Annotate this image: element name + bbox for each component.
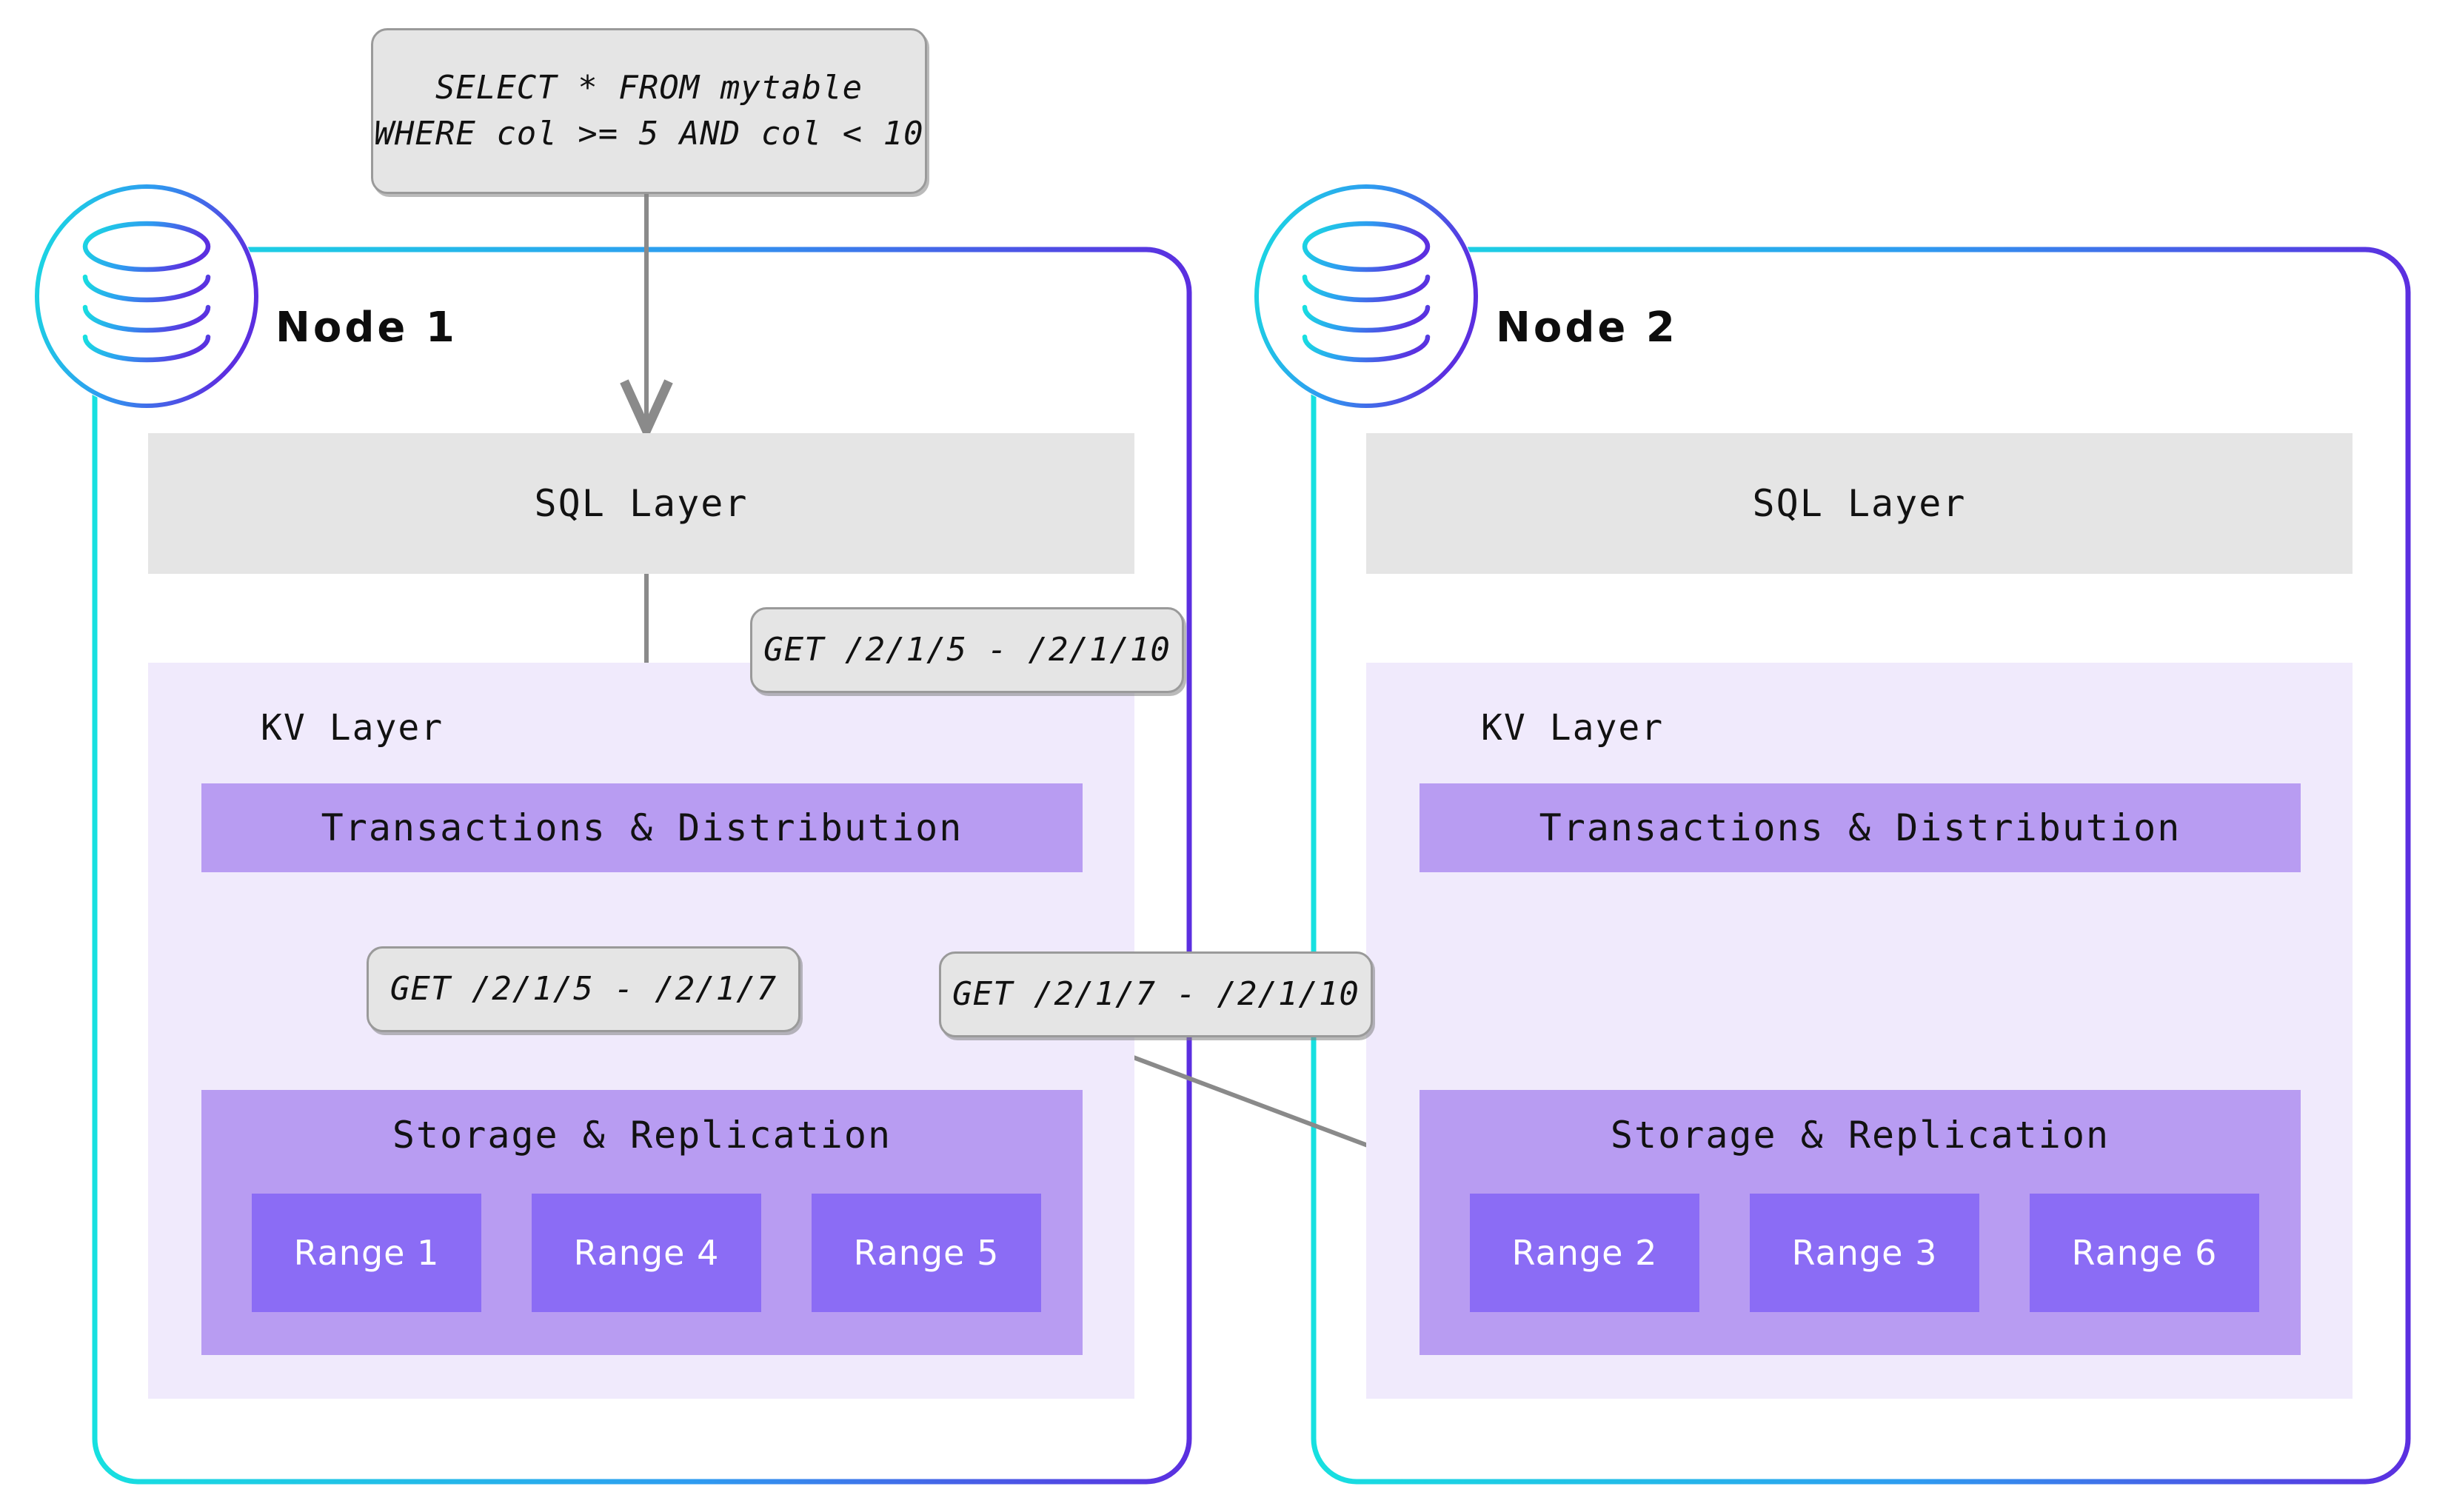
node-2-sql-layer: SQL Layer — [1366, 433, 2353, 574]
node-1-range-0[interactable]: Range 1 — [252, 1194, 481, 1312]
node-1-kv-layer-label: KV Layer — [261, 707, 444, 749]
node-2-range-0[interactable]: Range 2 — [1470, 1194, 1699, 1312]
get-range-left-callout: GET /2/1/5 - /2/1/7 — [367, 946, 800, 1032]
node-1-range-2[interactable]: Range 5 — [812, 1194, 1041, 1312]
sql-query-line-1: SELECT * FROM mytable — [435, 68, 863, 107]
node-1-range-1[interactable]: Range 4 — [532, 1194, 761, 1312]
get-range-full-callout: GET /2/1/5 - /2/1/10 — [750, 607, 1184, 693]
node-1-storage-label: Storage & Replication — [392, 1114, 892, 1157]
node-2-range-1-label: Range 3 — [1791, 1233, 1938, 1273]
node-1-transactions-band: Transactions & Distribution — [201, 783, 1083, 872]
node-1-range-0-label: Range 1 — [293, 1233, 440, 1273]
get-range-right-text: GET /2/1/7 - /2/1/10 — [952, 974, 1360, 1013]
node-2-transactions-label: Transactions & Distribution — [1539, 806, 2181, 849]
node-2-storage-band: Storage & Replication Range 2 Range 3 Ra… — [1420, 1090, 2301, 1355]
node-1-range-2-label: Range 5 — [853, 1233, 1000, 1273]
node-2-title: Node 2 — [1496, 304, 1678, 352]
node-1-sql-layer-label: SQL Layer — [534, 482, 749, 525]
node-2-transactions-band: Transactions & Distribution — [1420, 783, 2301, 872]
node-1-transactions-label: Transactions & Distribution — [321, 806, 963, 849]
node-1-storage-band: Storage & Replication Range 1 Range 4 Ra… — [201, 1090, 1083, 1355]
sql-query-line-2: WHERE col >= 5 AND col < 10 — [374, 115, 924, 153]
node-2-range-0-label: Range 2 — [1511, 1233, 1658, 1273]
get-range-left-text: GET /2/1/5 - /2/1/7 — [389, 969, 778, 1008]
node-1-range-1-label: Range 4 — [573, 1233, 720, 1273]
node-2-range-2-label: Range 6 — [2071, 1233, 2218, 1273]
get-range-right-callout: GET /2/1/7 - /2/1/10 — [939, 951, 1373, 1037]
node-1-sql-layer: SQL Layer — [148, 433, 1134, 574]
node-1-title: Node 1 — [275, 304, 458, 352]
node-2-storage-label: Storage & Replication — [1610, 1114, 2110, 1157]
node-2-range-1[interactable]: Range 3 — [1750, 1194, 1979, 1312]
get-range-full-text: GET /2/1/5 - /2/1/10 — [763, 630, 1171, 669]
node-2-sql-layer-label: SQL Layer — [1752, 482, 1967, 525]
sql-query-callout: SELECT * FROM mytable WHERE col >= 5 AND… — [371, 28, 927, 194]
node-2-range-2[interactable]: Range 6 — [2030, 1194, 2259, 1312]
node-2-kv-layer-label: KV Layer — [1481, 707, 1665, 749]
